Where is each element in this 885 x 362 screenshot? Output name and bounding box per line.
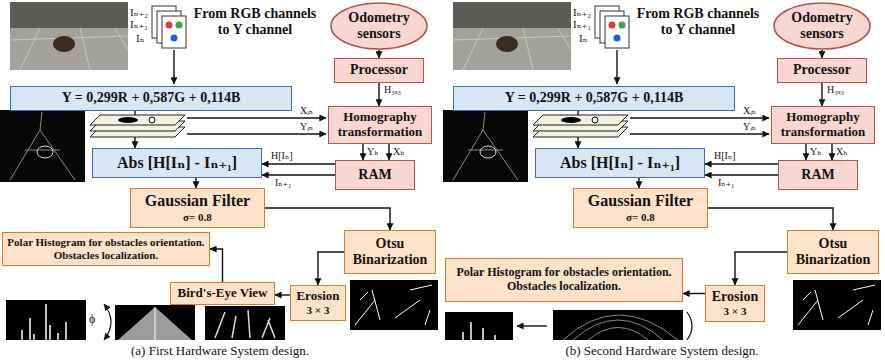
flow-arrow xyxy=(821,50,822,58)
output-box: Polar Histogram for obstacles orientatio… xyxy=(445,258,683,302)
formula-box: Abs [H[Iₙ] - Iₙ₊₁] xyxy=(92,148,262,178)
flow-arrow xyxy=(378,50,379,58)
signal-label: Xᵢₙ xyxy=(743,105,756,117)
memory-box: RAM xyxy=(778,160,858,190)
node-text: RAM xyxy=(783,167,853,183)
output-images-a xyxy=(6,280,438,340)
edge-label: Yₕ xyxy=(809,146,823,158)
flow-arrow xyxy=(195,178,196,188)
flow-arrow xyxy=(705,163,778,164)
node-text: Otsu Binarization xyxy=(792,236,874,268)
sensor-ellipse: Odometry sensors xyxy=(330,2,428,50)
input-pipeline-art xyxy=(0,2,326,182)
flow-arrow xyxy=(805,144,806,160)
process-box: Otsu Binarization xyxy=(344,230,436,274)
node-text: Homography transformation xyxy=(333,110,427,140)
flow-arrow xyxy=(262,174,335,175)
node-text: Odometry sensors xyxy=(342,10,416,42)
filter-box: Gaussian Filterσ= 0.8 xyxy=(130,188,265,228)
node-text: Y = 0,299R + 0,587G + 0,114B xyxy=(15,90,287,106)
node-text: RAM xyxy=(340,167,410,183)
flow-arrow xyxy=(831,144,832,160)
frame-label: Iₙ₊₂ xyxy=(573,6,591,19)
input-pipeline-art xyxy=(443,2,769,182)
sub-text: 3 × 3 xyxy=(710,305,760,318)
flow-arrow xyxy=(265,208,390,230)
flow-arrow xyxy=(275,294,290,295)
node-text: Otsu Binarization xyxy=(349,236,431,268)
process-box: Homography transformation xyxy=(328,106,432,144)
signal-label: Yᵢₙ xyxy=(743,121,756,133)
sub-text: σ= 0.8 xyxy=(578,211,703,224)
frame-label: Iₙ xyxy=(136,32,144,45)
node-text: Processor xyxy=(782,62,862,78)
signal-label: Xᵢₙ xyxy=(300,105,313,117)
node-text: Erosion xyxy=(295,289,341,304)
memory-box: RAM xyxy=(335,160,415,190)
flow-arrow xyxy=(262,163,335,164)
annotation-text: From RGB channels to Y channel xyxy=(633,6,763,38)
node-text: Polar Histogram for obstacles orientatio… xyxy=(7,236,205,261)
edge-label: Iₙ₊₁ xyxy=(274,177,292,189)
node-text: Abs [H[Iₙ] - Iₙ₊₁] xyxy=(97,154,257,172)
frame-label: Iₙ xyxy=(579,32,587,45)
edge-label: H₃ₓ₃ xyxy=(383,84,402,96)
edge-label: Xₕ xyxy=(392,146,406,158)
node-text: Bird's-Eye View xyxy=(175,286,270,301)
sensor-ellipse: Odometry sensors xyxy=(773,2,871,50)
edge-label: H[Iₙ] xyxy=(713,150,737,162)
subfigure-caption: (b) Second Hardware System design. xyxy=(443,344,881,359)
formula-box: Y = 0,299R + 0,587G + 0,114B xyxy=(10,86,292,111)
flow-arrow xyxy=(735,252,787,285)
node-text: Homography transformation xyxy=(776,110,870,140)
output-box: Polar Histogram for obstacles orientatio… xyxy=(2,232,210,266)
flow-arrow xyxy=(708,208,833,230)
flow-arrow xyxy=(388,144,389,160)
process-box: Erosion3 × 3 xyxy=(290,285,346,321)
process-box: Erosion3 × 3 xyxy=(705,285,765,322)
subfigure-caption: (a) First Hardware System design. xyxy=(0,344,440,359)
node-text: Gaussian Filter xyxy=(578,192,703,210)
process-box: Otsu Binarization xyxy=(787,230,879,274)
filter-box: Gaussian Filterσ= 0.8 xyxy=(573,188,708,228)
edge-label: H₃ₓ₃ xyxy=(826,84,845,96)
flow-arrow xyxy=(210,249,223,282)
flow-arrow xyxy=(683,293,705,294)
node-text: Gaussian Filter xyxy=(135,192,260,210)
node-text: Erosion xyxy=(710,289,760,305)
node-text: Processor xyxy=(339,62,419,78)
process-box: Homography transformation xyxy=(771,106,875,144)
edge-label: Iₙ₊₁ xyxy=(717,177,735,189)
flow-arrow xyxy=(378,83,379,106)
process-box: Processor xyxy=(777,58,867,83)
frame-label: Iₙ₊₁ xyxy=(573,18,591,31)
frame-label: Iₙ₊₁ xyxy=(130,18,148,31)
edge-label: Yₕ xyxy=(366,146,380,158)
frame-label: Iₙ₊₂ xyxy=(130,6,148,19)
node-text: Y = 0,299R + 0,587G + 0,114B xyxy=(458,90,730,106)
flow-arrow xyxy=(362,144,363,160)
flow-arrow xyxy=(821,83,822,106)
annotation-text: From RGB channels to Y channel xyxy=(190,6,320,38)
flow-arrow xyxy=(318,252,344,285)
node-text: Abs [H[Iₙ] - Iₙ₊₁] xyxy=(540,154,700,172)
sub-text: σ= 0.8 xyxy=(135,211,260,224)
flow-arrow xyxy=(638,178,639,188)
process-box: Bird's-Eye View xyxy=(170,282,275,305)
sub-text: 3 × 3 xyxy=(295,304,341,317)
node-text: Polar Histogram for obstacles orientatio… xyxy=(450,266,678,294)
angle-symbol: ϕ xyxy=(89,313,95,327)
edge-label: Xₕ xyxy=(835,146,849,158)
edge-label: H[Iₙ] xyxy=(270,150,294,162)
node-text: Odometry sensors xyxy=(785,10,859,42)
signal-label: Yᵢₙ xyxy=(300,121,313,133)
formula-box: Abs [H[Iₙ] - Iₙ₊₁] xyxy=(535,148,705,178)
formula-box: Y = 0,299R + 0,587G + 0,114B xyxy=(453,86,735,111)
flow-arrow xyxy=(705,174,778,175)
process-box: Processor xyxy=(334,58,424,83)
